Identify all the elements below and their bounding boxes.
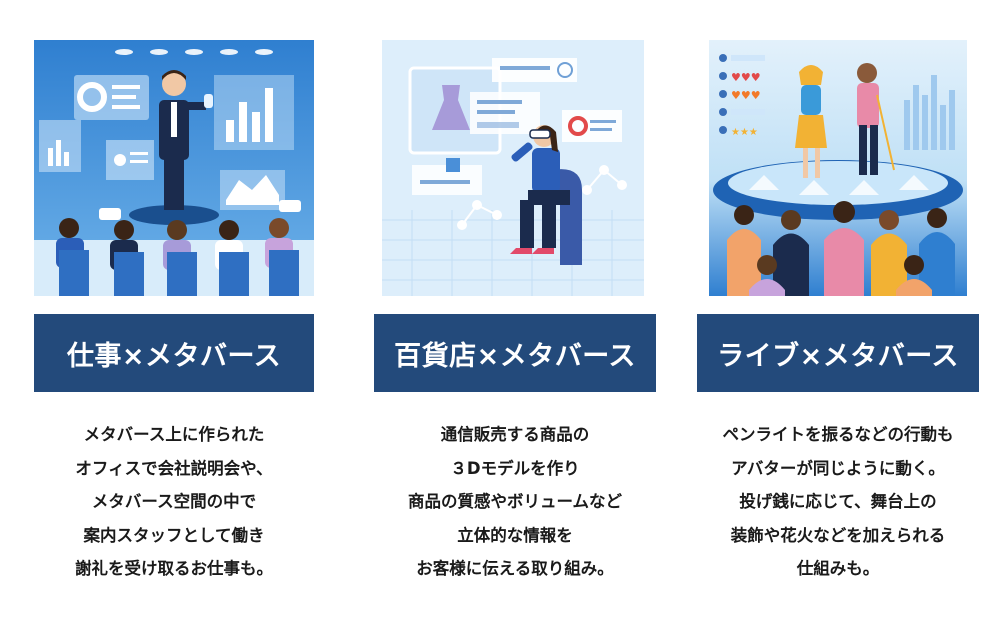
card-title: 百貨店×メタバース bbox=[374, 314, 656, 392]
svg-text:♥♥♥: ♥♥♥ bbox=[731, 71, 761, 84]
description-line: 商品の質感やボリュームなど bbox=[407, 492, 622, 511]
description-line: 仕組みも。 bbox=[796, 559, 880, 578]
vr-shopping-icon bbox=[382, 40, 644, 296]
description-line: お客様に伝える取り組み。 bbox=[416, 559, 614, 578]
svg-text:♥♥♥: ♥♥♥ bbox=[731, 89, 761, 102]
card-title: 仕事×メタバース bbox=[34, 314, 314, 392]
presenter-office-icon bbox=[34, 40, 314, 296]
description-line: 装飾や花火などを加えられる bbox=[730, 525, 946, 545]
description-line: メタバース空間の中で bbox=[91, 492, 257, 511]
description-line: 案内スタッフとして働き bbox=[83, 525, 265, 545]
description-line: ペンライトを振るなどの行動も bbox=[722, 425, 954, 444]
description-line: メタバース上に作られた bbox=[83, 425, 265, 444]
description-line: 投げ銭に応じて、舞台上の bbox=[739, 492, 937, 511]
svg-text:★★★: ★★★ bbox=[731, 127, 758, 138]
card-title: ライブ×メタバース bbox=[697, 314, 979, 392]
live-concert-icon: ♥♥♥ ♥♥♥ ★★★ bbox=[709, 40, 967, 296]
card-description: メタバース上に作られた オフィスで会社説明会や、 メタバース空間の中で 案内スタ… bbox=[34, 418, 314, 586]
description-line: ３Dモデルを作り bbox=[450, 458, 580, 478]
description-line: 立体的な情報を bbox=[457, 525, 573, 545]
card-description: 通信販売する商品の ３Dモデルを作り 商品の質感やボリュームなど 立体的な情報を… bbox=[364, 418, 666, 586]
description-line: アバターが同じように動く。 bbox=[731, 458, 945, 478]
card-description: ペンライトを振るなどの行動も アバターが同じように動く。 投げ銭に応じて、舞台上… bbox=[692, 418, 984, 586]
description-line: 謝礼を受け取るお仕事も。 bbox=[75, 559, 273, 578]
description-line: オフィスで会社説明会や、 bbox=[75, 458, 273, 478]
description-line: 通信販売する商品の bbox=[440, 425, 590, 444]
